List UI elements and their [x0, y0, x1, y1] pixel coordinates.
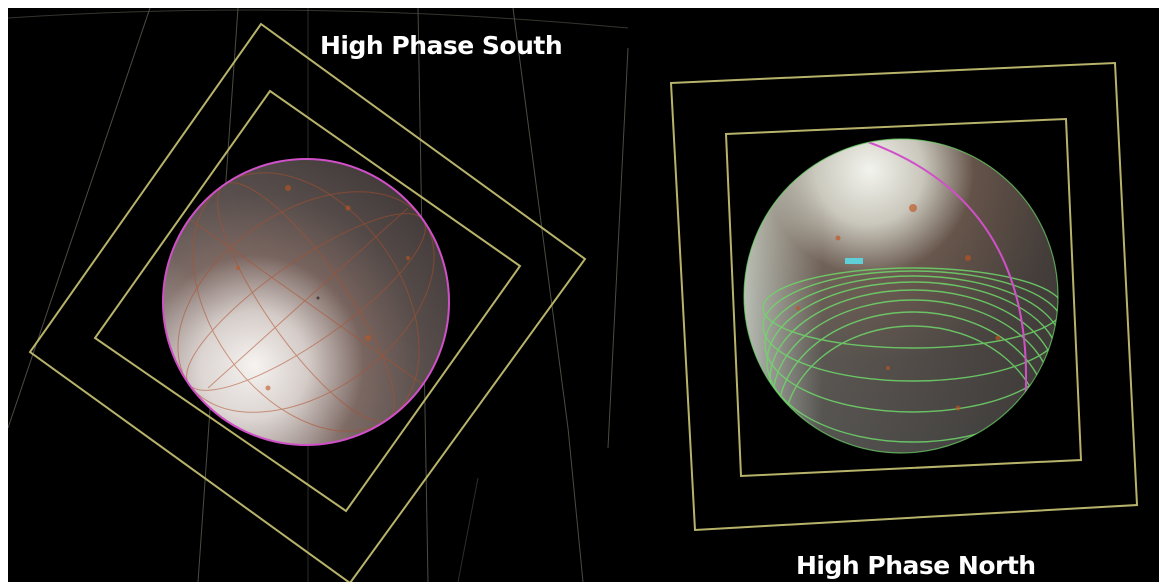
north-outer-frame — [669, 61, 1139, 532]
scene-graphic — [8, 8, 1139, 582]
north-moon-disk — [743, 138, 1059, 454]
south-moon-disk — [162, 158, 450, 446]
south-outer-frame — [28, 22, 587, 582]
label-high-phase-north: High Phase North — [796, 551, 1036, 580]
south-inner-frame — [93, 89, 522, 513]
label-high-phase-south: High Phase South — [320, 31, 563, 60]
space-scene: High Phase South High Phase North — [8, 8, 1159, 582]
north-inner-frame — [724, 117, 1083, 478]
background-grid-lines — [8, 8, 629, 582]
